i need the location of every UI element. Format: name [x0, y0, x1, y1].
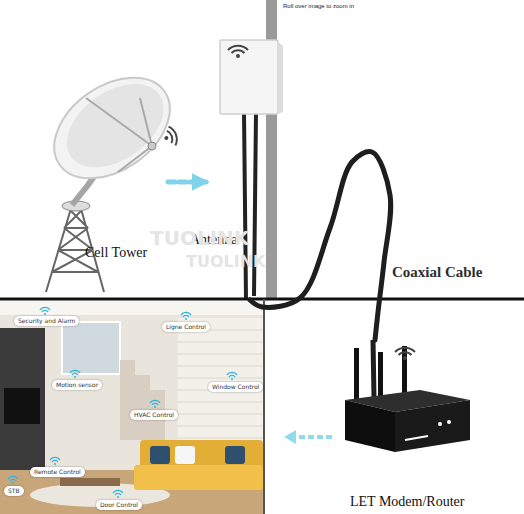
television: [4, 388, 40, 424]
edge-label: Coaxial Cable: [392, 264, 482, 281]
device-label: Door Control: [96, 500, 142, 510]
signal-arrow: [296, 435, 332, 439]
router-slot: [405, 436, 428, 440]
device-label-text: Security and Alarm: [18, 317, 75, 325]
coffee-table: [60, 478, 120, 486]
wifi-icon: [227, 372, 237, 380]
device-label-text: Remote Control: [34, 468, 81, 476]
zoom-hint: Roll over image to zoom in: [283, 3, 354, 9]
divider-line: [0, 298, 524, 301]
wifi-icon: [40, 307, 50, 315]
device-label-text: HVAC Control: [134, 411, 174, 419]
device-label-text: Motion sensor: [56, 381, 98, 389]
feed-arms: [86, 98, 152, 172]
device-label-text: Window Control: [212, 383, 259, 391]
device-label: Security and Alarm: [14, 316, 79, 326]
cable-wire: [373, 340, 374, 398]
router-antenna: [378, 352, 383, 396]
cell-tower-drawing: [35, 57, 188, 292]
wifi-icon: [50, 457, 60, 465]
wifi-symbol: [395, 348, 415, 360]
device-label: HVAC Control: [130, 410, 178, 420]
device-label: Remote Control: [30, 467, 85, 477]
cushion: [150, 446, 170, 464]
wifi-icon: [113, 490, 123, 498]
cushion: [225, 446, 245, 464]
router-drawing: [345, 340, 470, 452]
feed-horn: [148, 142, 156, 150]
router-front: [395, 400, 470, 452]
brick-lines: [178, 330, 263, 450]
satellite-dish: [35, 57, 188, 199]
router-led: [438, 422, 442, 426]
wifi-icon: [70, 370, 80, 378]
device-label: STB: [4, 486, 24, 496]
wifi-icon: [181, 312, 191, 320]
coaxial-cable: [250, 152, 391, 340]
tv-wall: [0, 328, 45, 473]
router-led: [447, 420, 451, 424]
device-label-text: Door Control: [100, 501, 138, 509]
node-label: Cell Tower: [85, 245, 147, 261]
router-antenna: [354, 348, 359, 402]
device-label-text: Ligne Control: [166, 323, 206, 331]
router-side: [345, 400, 395, 452]
divider-line: [263, 299, 265, 514]
window: [62, 322, 120, 374]
watermark: TUOLINK: [186, 252, 265, 271]
signal-arrow: [168, 180, 206, 185]
device-label: Window Control: [208, 382, 263, 392]
smart-home-room: [0, 301, 263, 514]
sofa-seat: [134, 465, 263, 490]
arrow-head: [284, 430, 296, 444]
watermark: TUOLINK: [150, 226, 249, 250]
device-label: Motion sensor: [52, 380, 102, 390]
antenna-panel: [220, 40, 278, 114]
staircase: [120, 360, 165, 440]
dish-inner: [52, 67, 179, 185]
cell-tower: Cell Tower: [40, 75, 168, 295]
device-label-text: STB: [8, 487, 20, 495]
wifi-symbol: [228, 46, 248, 58]
antenna-panel-side: [278, 42, 283, 114]
cable-wire: [244, 112, 256, 300]
node-label: LET Modem/Router: [350, 494, 464, 510]
room-wall: [0, 301, 263, 514]
wifi-symbol: [161, 125, 179, 148]
wifi-icon: [150, 400, 160, 408]
room-ceiling: [0, 301, 263, 315]
cushion: [175, 446, 195, 464]
modem-router: LET Modem/Router: [330, 340, 510, 512]
device-label: Ligne Control: [162, 322, 210, 332]
wifi-icon: [8, 476, 18, 484]
